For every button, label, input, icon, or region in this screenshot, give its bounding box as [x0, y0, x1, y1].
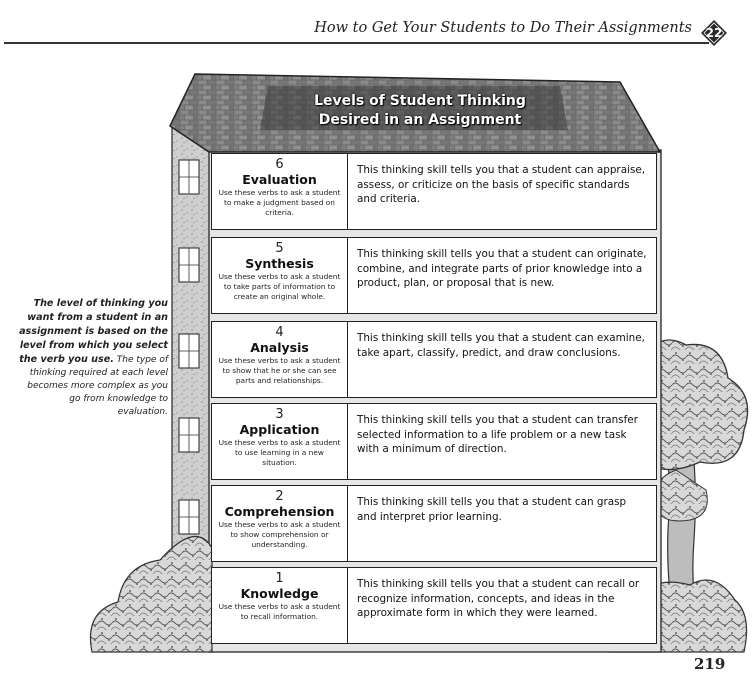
level-row-analysis: 4 Analysis Use these verbs to ask a stud… — [211, 321, 657, 398]
level-description: This thinking skill tells you that a stu… — [348, 238, 656, 313]
page-number: 219 — [694, 655, 725, 673]
level-description: This thinking skill tells you that a stu… — [348, 404, 656, 479]
figure-title: Levels of Student Thinking Desired in an… — [270, 92, 570, 130]
shrub-left — [90, 536, 212, 652]
side-note: The level of thinking you want from a st… — [18, 297, 168, 419]
level-name: Analysis — [212, 340, 347, 355]
level-row-evaluation: 6 Evaluation Use these verbs to ask a st… — [211, 153, 657, 230]
level-number: 2 — [212, 489, 347, 504]
level-number: 3 — [212, 407, 347, 422]
level-row-knowledge: 1 Knowledge Use these verbs to ask a stu… — [211, 567, 657, 644]
level-row-synthesis: 5 Synthesis Use these verbs to ask a stu… — [211, 237, 657, 314]
figure-title-line2: Desired in an Assignment — [270, 111, 570, 130]
level-label-cell: 3 Application Use these verbs to ask a s… — [212, 404, 348, 479]
level-description: This thinking skill tells you that a stu… — [348, 154, 656, 229]
levels-list: 6 Evaluation Use these verbs to ask a st… — [211, 153, 659, 649]
level-verb-note: Use these verbs to ask a student to show… — [212, 355, 347, 386]
figure-title-line1: Levels of Student Thinking — [270, 92, 570, 111]
level-number: 4 — [212, 325, 347, 340]
level-number: 1 — [212, 571, 347, 586]
level-verb-note: Use these verbs to ask a student to take… — [212, 271, 347, 302]
level-label-cell: 6 Evaluation Use these verbs to ask a st… — [212, 154, 348, 229]
level-label-cell: 4 Analysis Use these verbs to ask a stud… — [212, 322, 348, 397]
level-label-cell: 5 Synthesis Use these verbs to ask a stu… — [212, 238, 348, 313]
level-description: This thinking skill tells you that a stu… — [348, 568, 656, 643]
level-verb-note: Use these verbs to ask a student to reca… — [212, 601, 347, 622]
level-name: Synthesis — [212, 256, 347, 271]
level-label-cell: 2 Comprehension Use these verbs to ask a… — [212, 486, 348, 561]
level-name: Evaluation — [212, 172, 347, 187]
level-description: This thinking skill tells you that a stu… — [348, 322, 656, 397]
level-label-cell: 1 Knowledge Use these verbs to ask a stu… — [212, 568, 348, 643]
level-number: 5 — [212, 241, 347, 256]
level-verb-note: Use these verbs to ask a student to show… — [212, 519, 347, 550]
level-name: Comprehension — [212, 504, 347, 519]
level-row-comprehension: 2 Comprehension Use these verbs to ask a… — [211, 485, 657, 562]
level-name: Application — [212, 422, 347, 437]
level-verb-note: Use these verbs to ask a student to make… — [212, 187, 347, 218]
level-number: 6 — [212, 157, 347, 172]
level-row-application: 3 Application Use these verbs to ask a s… — [211, 403, 657, 480]
level-description: This thinking skill tells you that a stu… — [348, 486, 656, 561]
level-verb-note: Use these verbs to ask a student to use … — [212, 437, 347, 468]
level-name: Knowledge — [212, 586, 347, 601]
